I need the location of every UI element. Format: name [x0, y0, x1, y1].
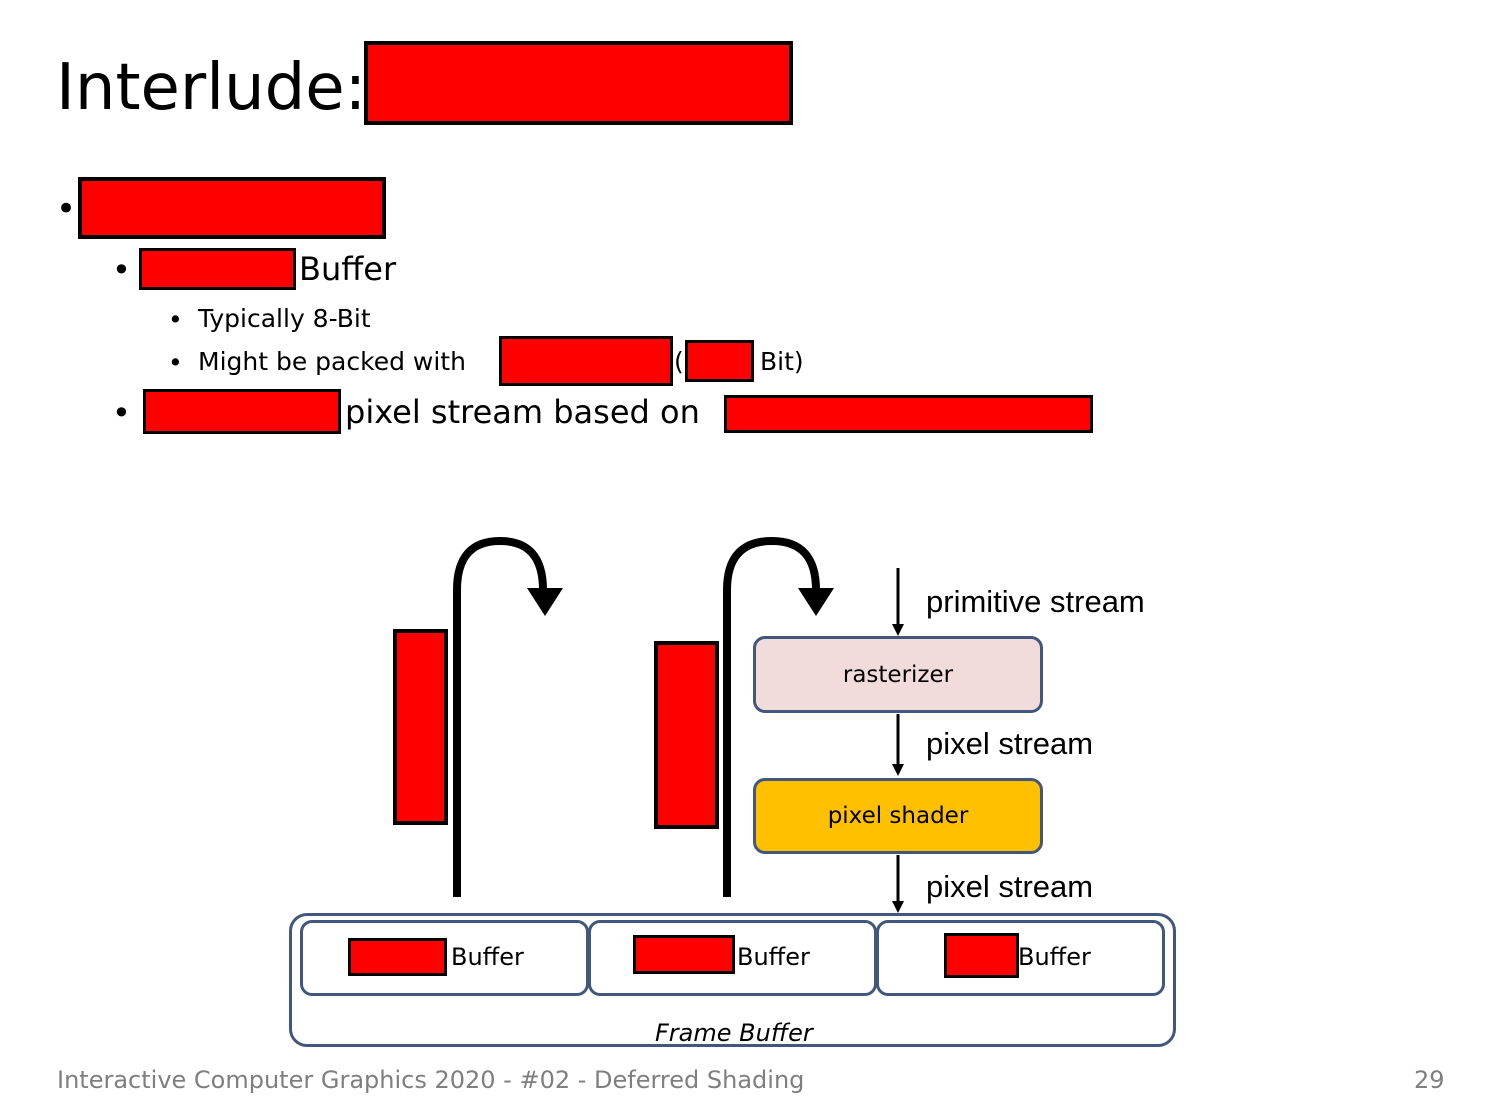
- pixel-stream-arrow-2-head: [892, 901, 904, 913]
- rasterizer-box: rasterizer: [753, 636, 1043, 713]
- pixel-stream-based-on-text: pixel stream based on: [345, 393, 700, 431]
- loop-arrow-left: [453, 536, 547, 897]
- redacted-loop-label-left: [393, 629, 448, 825]
- buffer-label: Buffer: [299, 250, 397, 288]
- buffer-cell-2-label: Buffer: [737, 943, 810, 971]
- frame-buffer-label: Frame Buffer: [655, 1019, 813, 1047]
- buffer-cell-3-label: Buffer: [1018, 943, 1091, 971]
- loop-arrow-right: [723, 536, 820, 897]
- pixel-stream-arrow-1-head: [892, 764, 904, 776]
- buffer-cell-1-label: Buffer: [451, 943, 524, 971]
- pixel-stream-label-1: pixel stream: [926, 726, 1094, 761]
- bullet-glyph: •: [168, 305, 183, 334]
- pixel-shader-box: pixel shader: [753, 778, 1043, 854]
- paren-open-text: (: [674, 347, 684, 376]
- redacted-bullet-1: [78, 177, 386, 239]
- footer-text: Interactive Computer Graphics 2020 - #02…: [57, 1066, 805, 1094]
- rasterizer-label: rasterizer: [842, 661, 954, 688]
- primitive-stream-arrow-head: [892, 624, 904, 636]
- redacted-buffer-2-name: [633, 935, 735, 974]
- pixel-stream-label-2: pixel stream: [926, 869, 1094, 904]
- bullet-glyph: •: [168, 348, 183, 377]
- bullet-glyph: •: [112, 251, 131, 289]
- redacted-buffer-name: [139, 248, 296, 290]
- primitive-stream-label: primitive stream: [926, 584, 1145, 619]
- typically-8-bit-text: Typically 8-Bit: [198, 304, 371, 333]
- redacted-buffer-3-name: [944, 933, 1019, 978]
- redacted-packed-with: [499, 336, 673, 386]
- slide-title: Interlude:: [56, 51, 367, 125]
- loop-arrow-right-head: [798, 588, 834, 616]
- redacted-loop-label-right: [654, 641, 719, 829]
- redacted-title: [364, 41, 793, 125]
- bullet-glyph: •: [112, 394, 131, 432]
- redacted-bit-count: [685, 340, 754, 382]
- loop-arrow-left-head: [527, 588, 563, 616]
- page-number: 29: [1414, 1066, 1445, 1094]
- might-be-packed-text: Might be packed with: [198, 347, 466, 376]
- redacted-based-on-target: [724, 395, 1093, 433]
- redacted-buffer-1-name: [348, 938, 447, 976]
- redacted-verb: [143, 389, 341, 434]
- buffer-cell-3: [876, 920, 1165, 996]
- bullet-glyph: •: [56, 189, 77, 229]
- pixel-shader-label: pixel shader: [827, 803, 969, 829]
- bit-suffix-text: Bit): [760, 347, 804, 376]
